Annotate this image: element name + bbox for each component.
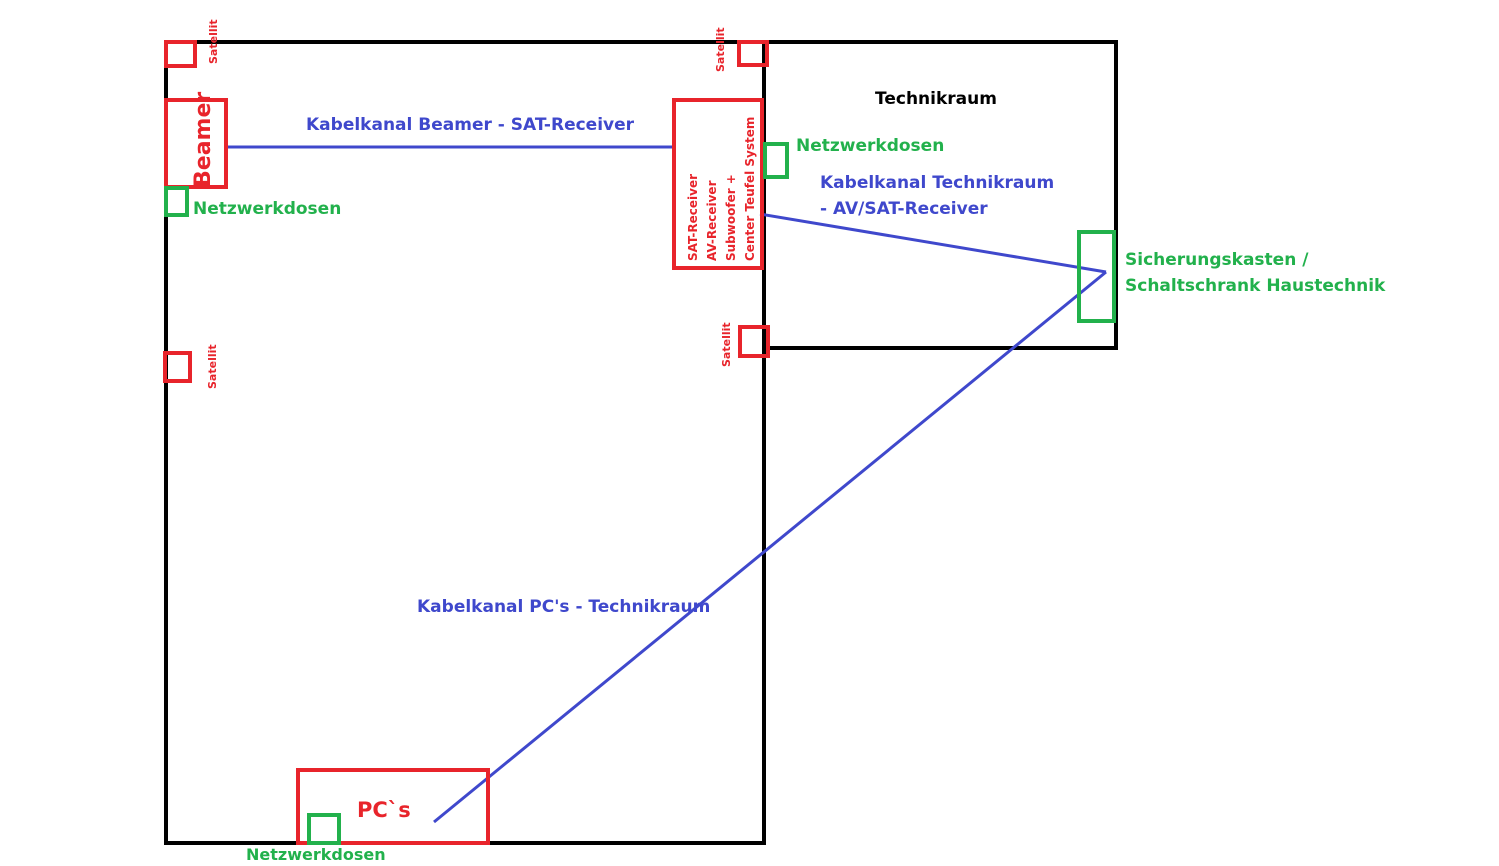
beamer-box [164,98,228,189]
satellite-label-top-left: Satellit [207,19,220,64]
cable-label-beamer-receiver: Kabelkanal Beamer - SAT-Receiver [306,115,635,135]
panel-label-line-1: Sicherungskasten / [1125,250,1309,270]
satellite-label-right-middle: Satellit [720,322,733,367]
satellite-box-left-middle [163,351,192,383]
receiver-label-line-1: SAT-Receiver [686,174,700,261]
beamer-label: Beamer [191,92,216,187]
receiver-label-line-4: Center Teufel System [743,117,757,261]
network-socket-left [164,186,189,217]
satellite-label-left-middle: Satellit [206,344,219,389]
pcs-box [296,768,490,845]
pcs-label: PC`s [357,798,411,822]
satellite-box-top-left [164,40,197,68]
cable-label-technik-receiver-2: - AV/SAT-Receiver [820,199,988,219]
network-label-bottom: Netzwerkdosen [246,845,386,864]
receiver-label-line-3: Subwoofer + [724,174,738,261]
network-socket-right [763,142,789,179]
receiver-label-line-2: AV-Receiver [705,180,719,261]
cable-duct-pcs-technik [433,270,1107,824]
receiver-box [672,98,764,270]
network-label-right: Netzwerkdosen [796,136,944,156]
technikraum-label: Technikraum [875,89,997,109]
panel-box [1077,230,1116,323]
network-socket-bottom [307,813,341,845]
technikraum-wall [762,40,1118,350]
panel-label-line-2: Schaltschrank Haustechnik [1125,276,1386,296]
satellite-label-top-right: Satellit [714,27,727,72]
cable-duct-technik-receiver [759,212,1107,274]
satellite-box-top-right [737,40,769,67]
satellite-box-right-middle [738,325,770,358]
cable-label-technik-receiver-1: Kabelkanal Technikraum [820,173,1054,193]
cable-label-pcs-technik: Kabelkanal PC's - Technikraum [417,597,710,617]
network-label-left: Netzwerkdosen [193,199,341,219]
